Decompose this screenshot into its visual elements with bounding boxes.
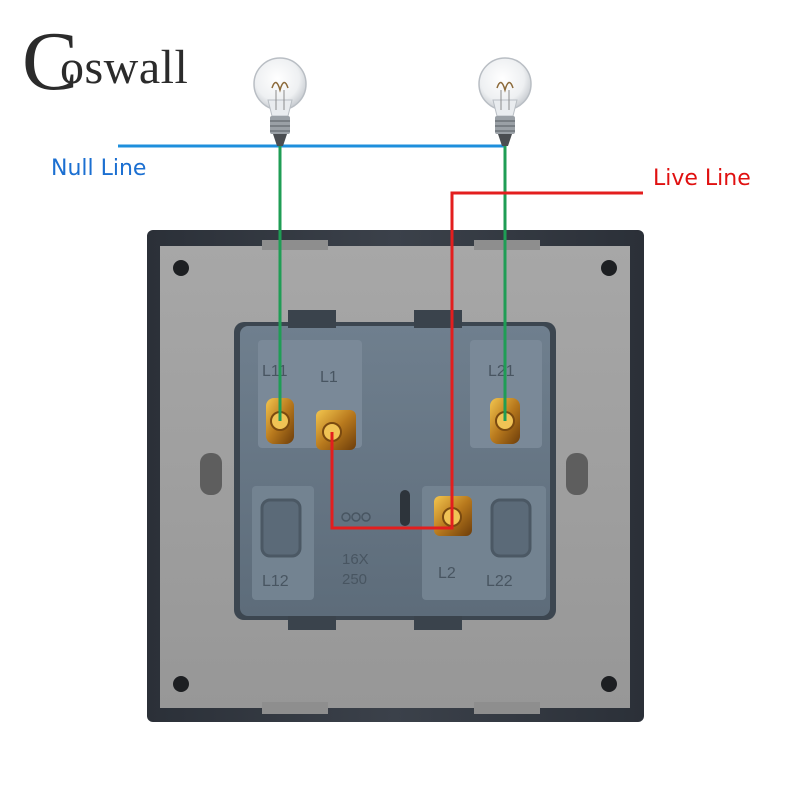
- screw-terminal-icon: [316, 410, 356, 450]
- terminal-label-l22: L22: [486, 573, 513, 590]
- terminal-label-l12: L12: [262, 573, 289, 590]
- certification-mark: [341, 512, 371, 522]
- body-clip: [414, 310, 462, 328]
- terminal-label-l1: L1: [320, 369, 338, 386]
- mounting-hole-icon: [173, 676, 189, 692]
- brand-logo: C oswall: [22, 20, 192, 104]
- terminal-label-l11: L11: [262, 363, 288, 380]
- release-tab: [260, 498, 302, 558]
- terminal-label-l2: L2: [438, 565, 456, 582]
- body-clip: [414, 616, 462, 630]
- terminal-label-l21: L21: [488, 363, 515, 380]
- mounting-hole-icon: [601, 676, 617, 692]
- side-slot: [200, 453, 222, 495]
- body-clip: [288, 310, 336, 328]
- mounting-hole-icon: [601, 260, 617, 276]
- rating-volts: 250: [342, 571, 367, 588]
- live-line-wire: [330, 191, 643, 530]
- plate-tab: [262, 702, 328, 714]
- center-slot: [400, 490, 410, 526]
- plate-tab: [474, 702, 540, 714]
- brand-logo-text: oswall: [60, 41, 189, 94]
- rating-amps: 16X: [342, 551, 369, 568]
- brand-logo-initial: C: [22, 15, 79, 108]
- release-tab: [490, 498, 532, 558]
- side-slot: [566, 453, 588, 495]
- live-line-label: Live Line: [653, 166, 751, 191]
- plate-tab: [474, 240, 540, 250]
- plate-tab: [262, 240, 328, 250]
- mounting-hole-icon: [173, 260, 189, 276]
- null-line-label: Null Line: [51, 156, 147, 181]
- body-clip: [288, 616, 336, 630]
- light-bulb-icon: [253, 57, 307, 146]
- light-bulb-icon: [478, 57, 532, 146]
